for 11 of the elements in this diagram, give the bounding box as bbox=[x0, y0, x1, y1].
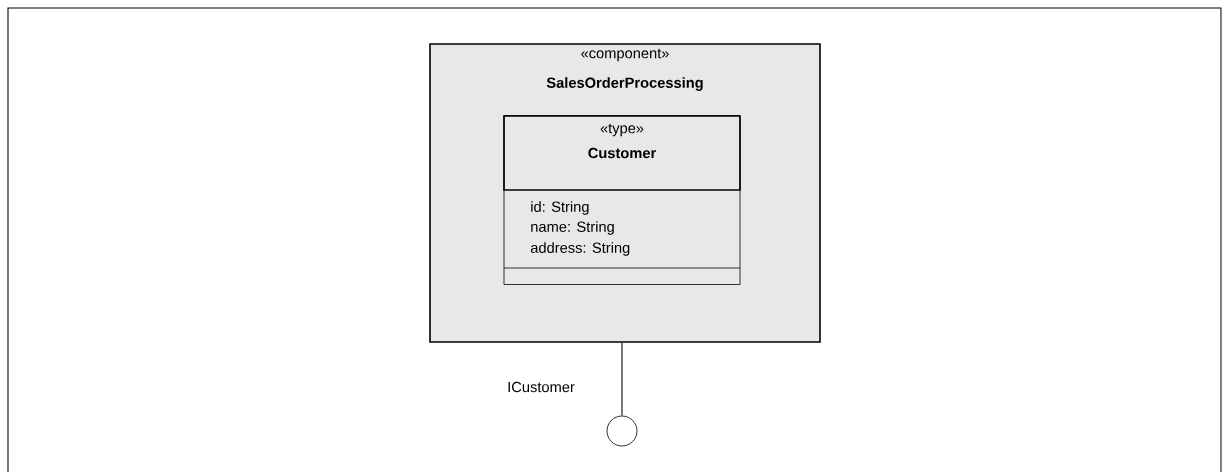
connector-line bbox=[621, 342, 623, 417]
class-box bbox=[503, 115, 741, 285]
interface-label: ICustomer bbox=[508, 381, 575, 393]
attribute-text: name: String bbox=[531, 221, 614, 235]
stereotype-label: «component» bbox=[581, 48, 669, 62]
interface-circle bbox=[606, 415, 638, 447]
attribute-text: id: String bbox=[531, 201, 589, 215]
class-name: Customer bbox=[588, 147, 656, 159]
attribute-text: address: String bbox=[530, 242, 630, 256]
stereotype-label: «type» bbox=[600, 123, 644, 137]
component-name: SalesOrderProcessing bbox=[546, 77, 703, 91]
